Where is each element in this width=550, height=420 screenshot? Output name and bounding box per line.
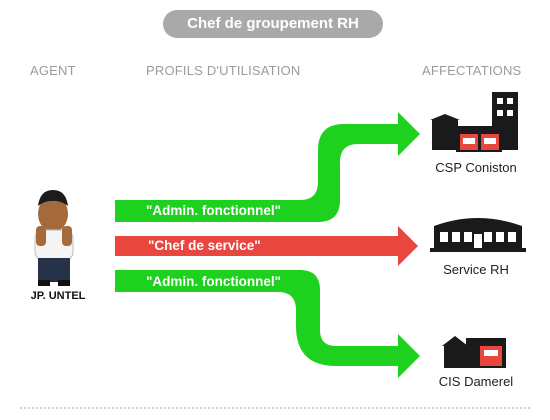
agent-name: JP. UNTEL [30, 290, 86, 302]
fire-station-small-icon [442, 336, 506, 368]
assignment-label-service-rh: Service RH [443, 262, 509, 277]
assignment-label-coniston: CSP Coniston [435, 160, 517, 175]
column-header-profiles: PROFILS D'UTILISATION [146, 63, 301, 78]
column-header-agent: AGENT [30, 63, 76, 78]
arrow-admin-bottom [115, 270, 420, 378]
fire-station-tower-icon [430, 92, 518, 152]
role-title: Chef de groupement RH [163, 10, 383, 38]
agent-avatar-icon [34, 190, 74, 286]
arrow-admin-top [115, 112, 420, 222]
column-header-assignments: AFFECTATIONS [422, 63, 522, 78]
bottom-divider [20, 407, 530, 409]
profile-label-admin-bottom: "Admin. fonctionnel" [146, 274, 282, 289]
arrow-chef-service [115, 226, 418, 266]
profile-label-chef-service: "Chef de service" [148, 238, 261, 253]
assignment-label-damerel: CIS Damerel [438, 374, 514, 389]
office-building-icon [430, 218, 526, 252]
profile-label-admin-top: "Admin. fonctionnel" [146, 203, 282, 218]
